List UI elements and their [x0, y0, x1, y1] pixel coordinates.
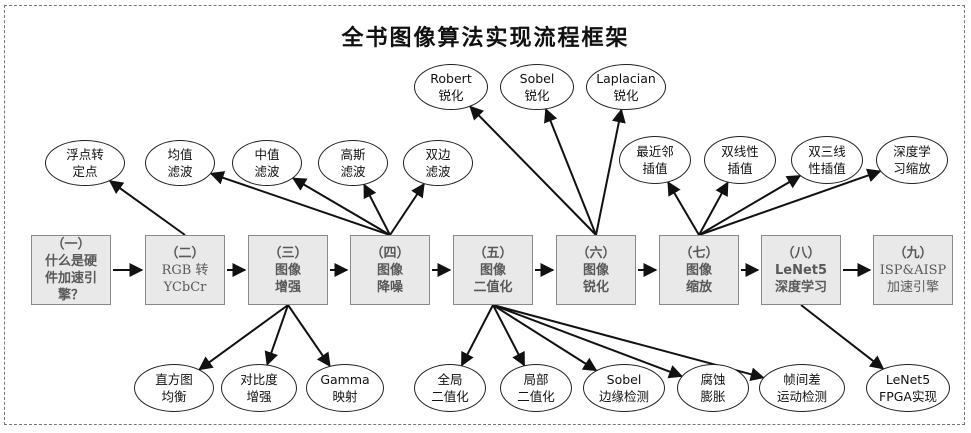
branch-arrow: [108, 180, 186, 236]
stage-name: ISP&AISP 加速引擎: [879, 262, 947, 295]
node-robert-sharpen[interactable]: Robert 锐化: [414, 64, 488, 110]
branch-arrow: [389, 182, 425, 236]
stage-number: （一）: [51, 237, 91, 252]
node-sobel-sharpen[interactable]: Sobel 锐化: [500, 64, 574, 110]
branch-arrow: [698, 168, 882, 236]
dashed-frame: [4, 5, 965, 425]
stage-number: （九）: [893, 245, 933, 261]
diagram-title: 全书图像算法实现流程框架: [341, 26, 630, 51]
node-mean-filter[interactable]: 均值 滤波: [145, 140, 215, 186]
node-erode-dilate[interactable]: 腐蚀 膨胀: [677, 364, 749, 412]
stage-box-7[interactable]: （七） 图像 缩放: [659, 235, 739, 305]
stage-box-1[interactable]: （一） 什么是硬 件加速引 擎？: [31, 235, 111, 305]
branch-arrow: [595, 108, 626, 236]
stage-box-2[interactable]: （二） RGB 转 YCbCr: [145, 235, 225, 305]
stage-number: （六）: [576, 245, 616, 261]
node-nearest-interp[interactable]: 最近邻 插值: [619, 136, 691, 184]
node-gaussian-filter[interactable]: 高斯 滤波: [318, 140, 388, 186]
stage-box-8[interactable]: （八） LeNet5 深度学习: [761, 235, 841, 305]
branch-arrow: [492, 304, 683, 379]
stage-box-5[interactable]: （五） 图像 二值化: [453, 235, 533, 305]
branch-arrow: [492, 304, 526, 367]
node-histogram-eq[interactable]: 直方图 均衡: [134, 364, 214, 412]
branch-arrow: [800, 304, 885, 370]
node-contrast-enhance[interactable]: 对比度 增强: [221, 364, 297, 412]
node-gamma-mapping[interactable]: Gamma 映射: [306, 364, 384, 412]
stage-name: 图像 二值化: [473, 262, 513, 295]
branch-arrow: [287, 304, 331, 368]
stage-box-6[interactable]: （六） 图像 锐化: [556, 235, 636, 305]
node-lenet-fpga[interactable]: LeNet5 FPGA实现: [866, 364, 950, 412]
stage-box-9[interactable]: （九） ISP&AISP 加速引擎: [873, 235, 953, 305]
branch-arrow: [698, 181, 729, 236]
node-fixed-point[interactable]: 浮点转 定点: [45, 140, 125, 186]
stage-name: 图像 缩放: [685, 262, 712, 295]
stage-name: RGB 转 YCbCr: [161, 262, 209, 295]
stage-number: （三）: [268, 245, 308, 261]
branch-arrow: [492, 304, 598, 372]
branch-arrow: [363, 183, 391, 236]
stage-name: 图像 降噪: [376, 262, 403, 295]
node-local-binarize[interactable]: 局部 二值化: [500, 364, 572, 412]
node-bilateral-filter[interactable]: 双边 滤波: [403, 140, 473, 186]
stage-name: 图像 增强: [274, 262, 301, 295]
stage-number: （七）: [679, 245, 719, 261]
stage-number: （五）: [473, 245, 513, 261]
node-bicubic-interp[interactable]: 双三线 性插值: [791, 136, 863, 184]
branch-arrow: [291, 177, 391, 236]
node-bilinear-interp[interactable]: 双线性 插值: [704, 136, 776, 184]
branch-arrow: [209, 171, 391, 236]
branch-arrow: [469, 105, 597, 236]
stage-number: （八）: [781, 245, 821, 261]
branch-arrow: [264, 304, 289, 366]
branch-arrow: [198, 304, 289, 371]
stage-box-3[interactable]: （三） 图像 增强: [248, 235, 328, 305]
node-sobel-edge[interactable]: Sobel 边缘检测: [583, 364, 665, 412]
node-dl-scaling[interactable]: 深度学 习缩放: [876, 136, 948, 184]
stage-name: LeNet5 深度学习: [774, 262, 828, 295]
stage-box-4[interactable]: （四） 图像 降噪: [350, 235, 430, 305]
node-global-binarize[interactable]: 全局 二值化: [414, 364, 486, 412]
node-median-filter[interactable]: 中值 滤波: [232, 140, 302, 186]
branch-arrow: [460, 304, 494, 367]
branch-arrow: [544, 108, 597, 236]
stage-number: （二）: [165, 245, 205, 261]
stage-number: （四）: [370, 245, 410, 261]
stage-name: 什么是硬 件加速引 擎？: [44, 254, 97, 303]
stage-name: 图像 锐化: [582, 262, 609, 295]
branch-arrow: [698, 174, 802, 236]
node-frame-diff[interactable]: 帧间差 运动检测: [759, 364, 845, 412]
branch-arrow: [667, 181, 700, 236]
node-laplacian-sharpen[interactable]: Laplacian 锐化: [586, 64, 666, 110]
